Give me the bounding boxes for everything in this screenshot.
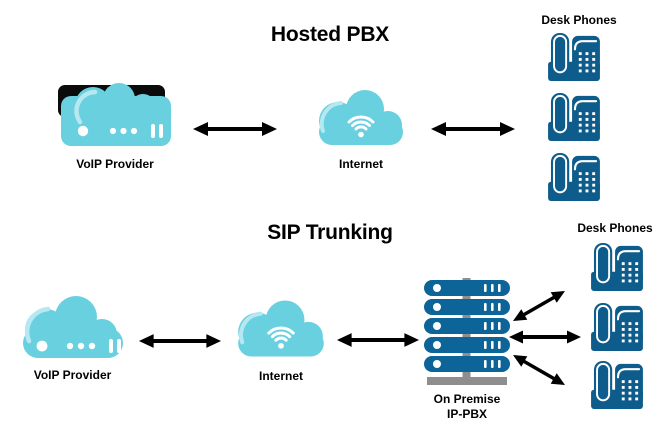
wifi-cloud-icon xyxy=(238,300,324,357)
hosted-internet-label: Internet xyxy=(338,157,383,171)
wifi-cloud-icon xyxy=(319,90,403,145)
sip-internet-node xyxy=(230,294,332,364)
on-premise-ip-pbx-label: On Premise IP-PBX xyxy=(433,392,501,421)
desk-phone-icon xyxy=(548,33,600,81)
desk-phone-icon xyxy=(591,361,643,409)
desk-phone-icon xyxy=(591,243,643,291)
sip-voip-internet-arrow xyxy=(138,334,222,348)
hosted-voip-internet-arrow xyxy=(193,122,277,136)
on-premise-ip-pbx-node xyxy=(424,278,510,386)
hosted-voip-provider-node xyxy=(58,82,172,148)
pbx-phone3-arrow xyxy=(513,355,565,385)
sip-internet-pbx-arrow xyxy=(336,333,420,347)
hosted-pbx-title: Hosted PBX xyxy=(270,23,390,46)
cloud-server-box-icon xyxy=(58,83,171,146)
hosted-internet-node xyxy=(310,86,412,150)
wifi-icon xyxy=(347,115,375,138)
sip-voip-provider-node xyxy=(16,290,129,364)
hosted-desk-phones-group xyxy=(547,33,601,201)
sip-desk-phones-label: Desk Phones xyxy=(577,221,653,235)
hosted-internet-phones-arrow xyxy=(431,122,515,136)
hosted-desk-phones-label: Desk Phones xyxy=(541,13,617,27)
server-rack-icon xyxy=(424,278,510,385)
pbx-phone1-arrow xyxy=(513,291,565,321)
sip-internet-label: Internet xyxy=(258,369,303,383)
desk-phone-icon xyxy=(548,153,600,201)
voip-cloud-icon xyxy=(23,296,123,358)
sip-desk-phones-group xyxy=(590,243,644,409)
wifi-icon xyxy=(267,326,295,349)
desk-phone-icon xyxy=(591,303,643,351)
hosted-voip-provider-label: VoIP Provider xyxy=(76,157,154,171)
desk-phone-icon xyxy=(548,93,600,141)
pbx-phone2-arrow xyxy=(509,330,581,344)
sip-trunking-title: SIP Trunking xyxy=(267,221,393,244)
sip-voip-provider-label: VoIP Provider xyxy=(33,368,112,382)
